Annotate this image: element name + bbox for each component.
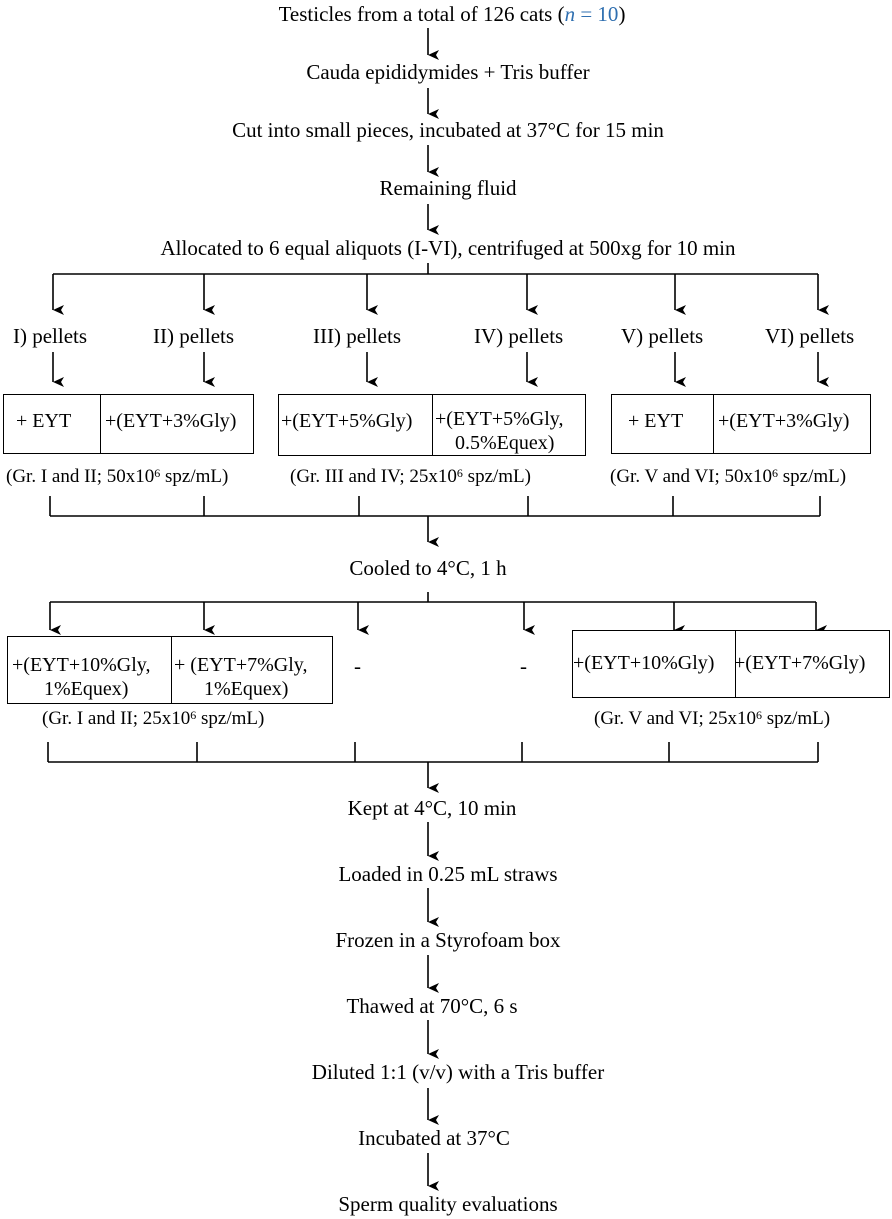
cell-eyt-3gly-ii: +(EYT+3%Gly)	[100, 395, 253, 453]
group-label-i-ii-25: (Gr. I and II; 25x106 spz/mL)	[42, 708, 264, 730]
group-label-i-ii-25-pre: (Gr. I and II; 25x10	[42, 708, 191, 729]
box-group-i-ii: + EYT +(EYT+3%Gly)	[3, 394, 254, 454]
cell-eyt-10gly-v: +(EYT+10%Gly)	[573, 631, 736, 697]
cell-eyt-10gly-equex-i-line1: +(EYT+10%Gly,	[12, 654, 151, 676]
step-cauda: Cauda epididymides + Tris buffer	[306, 60, 590, 84]
step-thawed: Thawed at 70°C, 6 s	[346, 994, 518, 1018]
box-group-i-ii-final: +(EYT+10%Gly, 1%Equex) + (EYT+7%Gly, 1%E…	[7, 636, 333, 704]
group-label-v-vi-50: (Gr. V and VI; 50x106 spz/mL)	[610, 466, 846, 488]
cell-eyt-7gly-vi-text: +(EYT+7%Gly)	[734, 652, 866, 674]
group-label-v-vi-50-exp: 6	[772, 466, 779, 480]
group-label-i-ii-25-post: spz/mL)	[196, 708, 265, 729]
cell-eyt-3gly-ii-text: +(EYT+3%Gly)	[105, 410, 237, 432]
group-label-i-ii-50-pre: (Gr. I and II; 50x10	[6, 466, 155, 487]
cell-eyt-v: + EYT	[612, 395, 714, 453]
step-fluid: Remaining fluid	[379, 176, 517, 200]
cell-eyt-7gly-vi: +(EYT+7%Gly)	[734, 631, 889, 697]
group-label-iii-iv-25-post: spz/mL)	[462, 466, 531, 487]
n-symbol: n	[564, 2, 576, 26]
cell-eyt-7gly-equex-ii-line2: 1%Equex)	[204, 678, 289, 700]
group-label-v-vi-25-post: spz/mL)	[762, 708, 831, 729]
dash-group-iv: -	[520, 654, 527, 678]
step-testicles-close: )	[618, 2, 626, 26]
box-group-v-vi: + EYT +(EYT+3%Gly)	[611, 394, 871, 454]
pellets-iii: III) pellets	[313, 324, 402, 348]
cell-eyt-7gly-equex-ii: + (EYT+7%Gly, 1%Equex)	[171, 637, 332, 703]
step-testicles-text: Testicles from a total of 126 cats (	[278, 2, 565, 26]
group-label-i-ii-50-post: spz/mL)	[160, 466, 229, 487]
group-label-i-ii-25-exp: 6	[190, 708, 197, 722]
step-testicles: Testicles from a total of 126 cats (n = …	[279, 2, 626, 26]
cell-eyt-i-text: + EYT	[16, 410, 72, 432]
group-label-v-vi-25-pre: (Gr. V and VI; 25x10	[594, 708, 757, 729]
group-label-iii-iv-25-exp: 6	[456, 466, 463, 480]
step-allocated: Allocated to 6 equal aliquots (I-VI), ce…	[160, 236, 736, 260]
group-label-v-vi-50-pre: (Gr. V and VI; 50x10	[610, 466, 773, 487]
cell-eyt-5gly-equex-iv-line1: +(EYT+5%Gly,	[435, 408, 564, 430]
cell-eyt-i: + EYT	[4, 395, 101, 453]
step-diluted: Diluted 1:1 (v/v) with a Tris buffer	[311, 1060, 605, 1084]
cell-eyt-v-text: + EYT	[628, 410, 684, 432]
cell-eyt-5gly-equex-iv: +(EYT+5%Gly, 0.5%Equex)	[432, 395, 585, 455]
cell-eyt-5gly-iii: +(EYT+5%Gly)	[279, 395, 433, 455]
step-cut: Cut into small pieces, incubated at 37°C…	[232, 118, 664, 142]
cell-eyt-10gly-v-text: +(EYT+10%Gly)	[573, 652, 715, 674]
cell-eyt-10gly-equex-i-line2: 1%Equex)	[44, 678, 129, 700]
cell-eyt-3gly-vi-text: +(EYT+3%Gly)	[718, 410, 850, 432]
pellets-i: I) pellets	[13, 324, 88, 348]
group-label-iii-iv-25-pre: (Gr. III and IV; 25x10	[290, 466, 457, 487]
group-label-v-vi-50-post: spz/mL)	[778, 466, 847, 487]
group-label-i-ii-50: (Gr. I and II; 50x106 spz/mL)	[6, 466, 228, 488]
step-loaded: Loaded in 0.25 mL straws	[338, 862, 558, 886]
pellets-iv: IV) pellets	[474, 324, 564, 348]
box-group-v-vi-final: +(EYT+10%Gly) +(EYT+7%Gly)	[572, 630, 890, 698]
group-label-iii-iv-25: (Gr. III and IV; 25x106 spz/mL)	[290, 466, 531, 488]
step-final: Sperm quality evaluations	[338, 1192, 558, 1216]
cell-eyt-10gly-equex-i: +(EYT+10%Gly, 1%Equex)	[8, 637, 172, 703]
n-value: = 10	[575, 2, 619, 26]
step-cooled: Cooled to 4°C, 1 h	[349, 556, 507, 580]
cell-eyt-3gly-vi: +(EYT+3%Gly)	[713, 395, 870, 453]
group-label-v-vi-25: (Gr. V and VI; 25x106 spz/mL)	[594, 708, 830, 730]
pellets-vi: VI) pellets	[765, 324, 855, 348]
dash-group-iii: -	[354, 654, 361, 678]
group-label-v-vi-25-exp: 6	[756, 708, 763, 722]
cell-eyt-5gly-equex-iv-line2: 0.5%Equex)	[455, 432, 555, 454]
step-frozen: Frozen in a Styrofoam box	[335, 928, 561, 952]
pellets-ii: II) pellets	[153, 324, 235, 348]
cell-eyt-5gly-iii-text: +(EYT+5%Gly)	[281, 410, 413, 432]
cell-eyt-7gly-equex-ii-line1: + (EYT+7%Gly,	[174, 654, 308, 676]
pellets-v: V) pellets	[621, 324, 704, 348]
step-incubated: Incubated at 37°C	[358, 1126, 510, 1150]
step-kept: Kept at 4°C, 10 min	[347, 796, 517, 820]
group-label-i-ii-50-exp: 6	[154, 466, 161, 480]
box-group-iii-iv: +(EYT+5%Gly) +(EYT+5%Gly, 0.5%Equex)	[278, 394, 586, 456]
